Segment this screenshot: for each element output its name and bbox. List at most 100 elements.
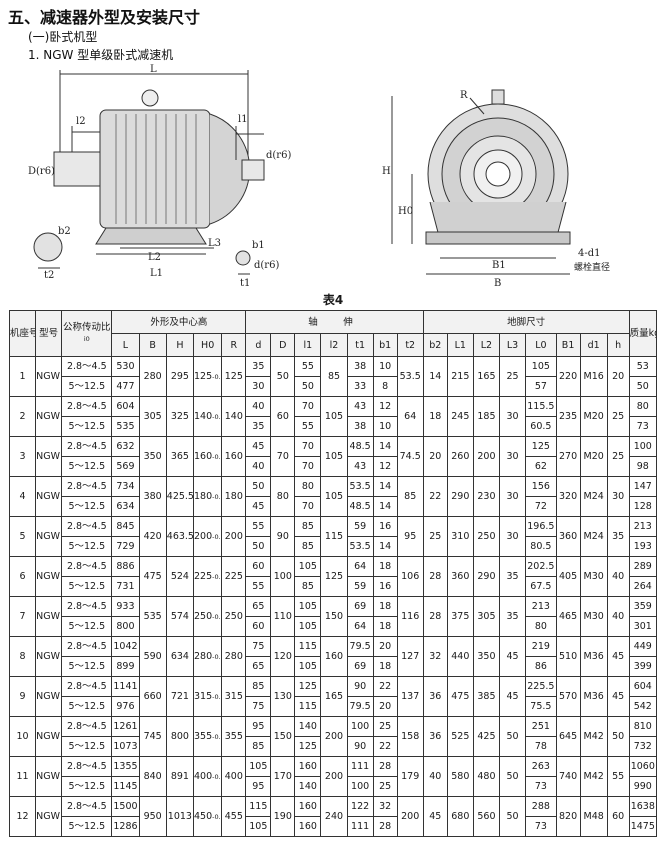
cell-d1: M30	[579, 596, 608, 637]
cell-l1: 80	[294, 476, 322, 497]
cell-Lf2: 425	[472, 716, 501, 757]
cell-L: 1286	[111, 816, 140, 837]
cell-L: 477	[111, 376, 140, 397]
cell-seat: 10	[8, 716, 37, 757]
cell-D: 150	[270, 716, 296, 757]
cell-H0: 180-0.5	[192, 476, 223, 517]
cell-b2: 32	[422, 636, 448, 677]
cell-d: 65	[245, 596, 272, 617]
cell-t1: 90	[346, 676, 374, 697]
cell-L: 886	[111, 556, 140, 577]
cell-t1: 111	[346, 816, 374, 837]
cell-ratio: 2.8～4.5	[61, 716, 113, 737]
cell-H0: 250-0.5	[192, 596, 223, 637]
cell-l2: 200	[320, 716, 348, 757]
cell-B: 475	[138, 556, 167, 597]
cell-model: NGW 111	[35, 756, 63, 797]
cell-t2: 85	[396, 476, 424, 517]
cell-Lf3: 35	[498, 556, 527, 597]
cell-d: 105	[245, 756, 272, 777]
cell-t1: 111	[346, 756, 374, 777]
cell-H: 634	[165, 636, 195, 677]
cell-t2: 116	[396, 596, 424, 637]
cell-l1: 85	[294, 516, 322, 537]
cell-mass: 1638	[628, 796, 658, 817]
cell-b1: 18	[372, 556, 398, 577]
tolerance-label: -0.5	[212, 572, 221, 581]
cell-L: 729	[111, 536, 140, 557]
cell-H0: 355-0.5	[192, 716, 223, 757]
cell-Lf1: 525	[446, 716, 474, 757]
label-H: H	[382, 166, 391, 177]
cell-l2: 160	[320, 636, 348, 677]
cell-b1: 14	[372, 476, 398, 497]
cell-d: 55	[245, 576, 272, 597]
label-bolt-note: 螺栓直径	[574, 261, 610, 273]
cell-b1: 18	[372, 616, 398, 637]
cell-Lf2: 560	[472, 796, 501, 837]
cell-D: 80	[270, 476, 296, 517]
cell-B1: 570	[555, 676, 581, 717]
page-title: 五、减速器外型及安装尺寸	[8, 8, 201, 27]
cell-L0: 86	[525, 656, 557, 677]
cell-seat: 12	[8, 796, 37, 837]
cell-b2: 36	[422, 716, 448, 757]
cell-L: 1145	[111, 776, 140, 797]
cell-b1: 22	[372, 676, 398, 697]
cell-Lf2: 165	[472, 356, 501, 397]
cell-B1: 235	[555, 396, 581, 437]
cell-b1: 20	[372, 636, 398, 657]
cell-R: 250	[221, 596, 247, 637]
cell-Lf2: 480	[472, 756, 501, 797]
cell-ratio: 5～12.5	[61, 736, 113, 757]
cell-b1: 18	[372, 656, 398, 677]
cell-H0: 200-0.5	[192, 516, 223, 557]
cell-L: 845	[111, 516, 140, 537]
cell-t1: 48.5	[346, 436, 374, 457]
cell-Lf3: 45	[498, 676, 527, 717]
cell-H: 325	[165, 396, 195, 437]
cell-d: 50	[245, 536, 272, 557]
cell-t1: 79.5	[346, 636, 374, 657]
cell-b2: 45	[422, 796, 448, 837]
th-mass: 质量kg	[628, 310, 658, 357]
label-L: L	[150, 64, 157, 75]
cell-ratio: 5～12.5	[61, 456, 113, 477]
cell-l1: 105	[294, 656, 322, 677]
cell-ratio: 5～12.5	[61, 536, 113, 557]
th-Lf3: L3	[498, 333, 527, 357]
th-d: d	[245, 333, 272, 357]
cell-ratio: 2.8～4.5	[61, 396, 113, 417]
label-l2: l2	[76, 116, 86, 127]
cell-D: 130	[270, 676, 296, 717]
cell-t2: 74.5	[396, 436, 424, 477]
cell-l1: 160	[294, 756, 322, 777]
side-view-labels: L l2 l1 D(r6) d(r6) L2 L3 L1 b2 t2 b1 d(…	[28, 64, 291, 289]
cell-L: 1261	[111, 716, 140, 737]
cell-mass: 213	[628, 516, 658, 537]
cell-L0: 57	[525, 376, 557, 397]
top-lug	[491, 89, 505, 105]
cell-d: 30	[245, 376, 272, 397]
cell-L0: 62	[525, 456, 557, 477]
cell-d: 95	[245, 776, 272, 797]
cell-l1: 70	[294, 436, 322, 457]
cell-d: 40	[245, 396, 272, 417]
cell-H0: 160-0.5	[192, 436, 223, 477]
cell-b1: 32	[372, 796, 398, 817]
cell-B1: 405	[555, 556, 581, 597]
cell-ratio: 2.8～4.5	[61, 476, 113, 497]
cell-d: 115	[245, 796, 272, 817]
cell-model: NGW 101	[35, 716, 63, 757]
cell-ratio: 2.8～4.5	[61, 676, 113, 697]
cell-L: 800	[111, 616, 140, 637]
cell-l2: 165	[320, 676, 348, 717]
cell-mass: 98	[628, 456, 658, 477]
cell-Lf1: 310	[446, 516, 474, 557]
reducer-outline-drawing: L l2 l1 D(r6) d(r6) L2 L3 L1 b2 t2 b1 d(…	[28, 64, 610, 289]
cell-l1: 140	[294, 776, 322, 797]
